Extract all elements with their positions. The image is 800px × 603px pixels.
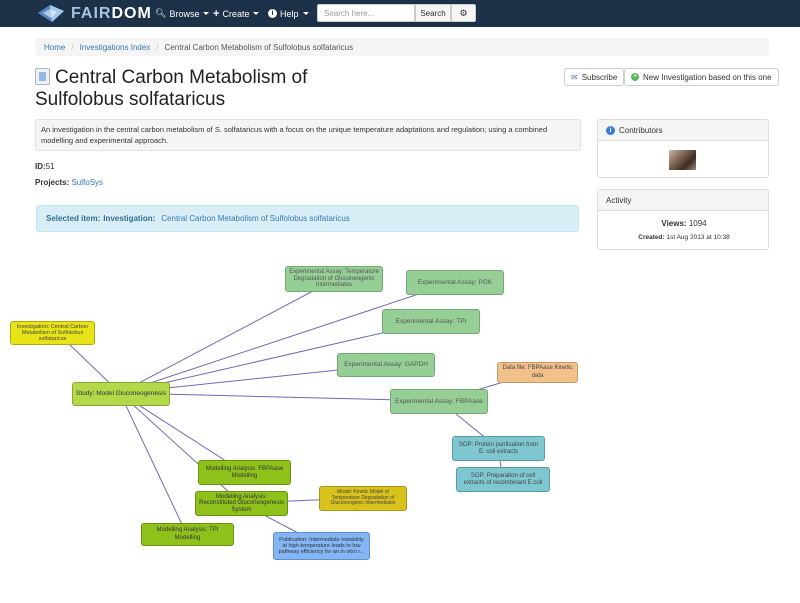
nav-help-menu[interactable]: i Help	[268, 0, 309, 27]
nav-browse-label: Browse	[169, 8, 200, 19]
graph-node-modelling-tpi[interactable]: Modelling Analysis: TPI Modelling	[141, 523, 234, 546]
id-line: ID:51	[35, 162, 55, 171]
chevron-down-icon	[253, 12, 260, 15]
page-title-text: Central Carbon Metabolism of Sulfolobus …	[35, 67, 308, 110]
nav-help-label: Help	[280, 8, 299, 19]
plus-icon: +	[213, 7, 220, 20]
subscribe-label: Subscribe	[581, 72, 618, 82]
breadcrumb-current: Central Carbon Metabolism of Sulfolobus …	[164, 42, 354, 52]
chevron-down-icon	[302, 12, 309, 15]
contributors-heading-text: Contributors	[619, 125, 663, 135]
graph-node-datafile[interactable]: Data file: FBPAase Kinetic data	[497, 362, 578, 383]
breadcrumb-investigations-link[interactable]: Investigations Index	[79, 42, 151, 52]
created-value: 1st Aug 2013 at 10:38	[666, 234, 730, 241]
projects-line: Projects: SulfoSys	[35, 178, 103, 187]
graph-node-publication[interactable]: Publication: Intermediate instability at…	[273, 532, 370, 560]
breadcrumb-separator: /	[71, 42, 74, 52]
contributors-panel: i Contributors	[597, 119, 769, 178]
contributor-avatar[interactable]	[669, 150, 696, 170]
info-icon: i	[606, 125, 615, 135]
gear-icon: ⚙	[459, 7, 468, 18]
views-label: Views:	[661, 219, 687, 228]
project-link-sulfosys[interactable]: SulfoSys	[71, 178, 104, 187]
graph-node-study[interactable]: Study: Model Gluconeogenesis	[72, 382, 170, 406]
graph-node-assay-temperature[interactable]: Experimental Assay: Temperature Degradat…	[285, 266, 383, 292]
id-value: 51	[45, 162, 55, 171]
created-label: Created:	[638, 234, 665, 241]
brand-suffix: DOM	[111, 4, 152, 22]
graph-node-modelling-reconstituted[interactable]: Modelling Analysis: Reconstituted Glucon…	[195, 491, 288, 516]
page-title: Central Carbon Metabolism of Sulfolobus …	[35, 67, 365, 111]
search-icon: 🔍︎	[155, 8, 167, 18]
graph-node-assay-pgk[interactable]: Experimental Assay: PGK	[406, 270, 504, 295]
breadcrumb: Home / Investigations Index / Central Ca…	[35, 38, 769, 56]
activity-heading: Activity	[598, 190, 768, 211]
selected-item-banner: Selected item: Investigation: Central Ca…	[36, 205, 579, 232]
graph-node-assay-tpi[interactable]: Experimental Assay: TPI	[382, 309, 480, 334]
graph-node-assay-gapdh[interactable]: Experimental Assay: GAPDH	[337, 353, 435, 377]
info-icon: i	[268, 9, 277, 18]
investigation-description: An investigation in the central carbon m…	[35, 119, 581, 151]
subscribe-button[interactable]: ✉ Subscribe	[564, 68, 625, 86]
nav-create-menu[interactable]: + Create	[213, 0, 260, 27]
plus-circle-icon: +	[631, 73, 639, 81]
graph-node-sop-protein[interactable]: SOP: Protein purification from E. coli e…	[452, 436, 545, 461]
new-investigation-button[interactable]: + New Investigation based on this one	[624, 68, 779, 86]
graph-node-modelling-fbpase[interactable]: Modelling Analysis: FBPAase Modelling	[198, 460, 291, 485]
selected-item-link[interactable]: Central Carbon Metabolism of Sulfolobus …	[161, 214, 350, 223]
new-investigation-label: New Investigation based on this one	[643, 72, 772, 82]
breadcrumb-separator: /	[156, 42, 159, 52]
nav-browse-menu[interactable]: 🔍︎ Browse	[155, 0, 210, 27]
fairdom-logo-icon	[36, 3, 66, 24]
projects-label: Projects:	[35, 178, 70, 187]
fairdom-logo[interactable]: FAIRDOM	[36, 3, 152, 24]
graph-edges	[69, 281, 538, 546]
brand-prefix: FAIR	[71, 4, 112, 22]
investigation-graph: Investigation: Central Carbon Metabolism…	[0, 255, 590, 575]
graph-node-investigation[interactable]: Investigation: Central Carbon Metabolism…	[10, 321, 95, 345]
envelope-icon: ✉	[571, 72, 578, 82]
views-count: Views: 1094	[598, 219, 770, 228]
nav-create-label: Create	[222, 8, 250, 19]
graph-node-sop-cell-extracts[interactable]: SOP: Preparation of cell extracts of rec…	[456, 467, 550, 492]
created-date: Created: 1st Aug 2013 at 10:38	[598, 234, 770, 241]
activity-panel: Activity Views: 1094 Created: 1st Aug 20…	[597, 189, 769, 250]
search-settings-button[interactable]: ⚙	[451, 4, 476, 22]
search-input[interactable]	[317, 4, 415, 22]
top-navbar: FAIRDOM 🔍︎ Browse + Create i Help Search…	[0, 0, 800, 27]
brand-name: FAIRDOM	[71, 5, 152, 23]
graph-node-model-kinetic[interactable]: Model: Kinetic Model of Temperature Degr…	[319, 486, 407, 511]
chevron-down-icon	[203, 12, 210, 15]
views-value: 1094	[688, 219, 707, 228]
search-button[interactable]: Search	[415, 4, 451, 22]
id-label: ID:	[35, 162, 46, 171]
breadcrumb-home-link[interactable]: Home	[44, 42, 66, 52]
contributors-heading: i Contributors	[598, 120, 768, 141]
selected-item-type: Investigation:	[103, 214, 156, 223]
selected-item-label: Selected item:	[46, 214, 101, 223]
graph-node-assay-fbpase[interactable]: Experimental Assay: FBPAase	[390, 389, 488, 414]
investigation-icon	[35, 68, 50, 85]
